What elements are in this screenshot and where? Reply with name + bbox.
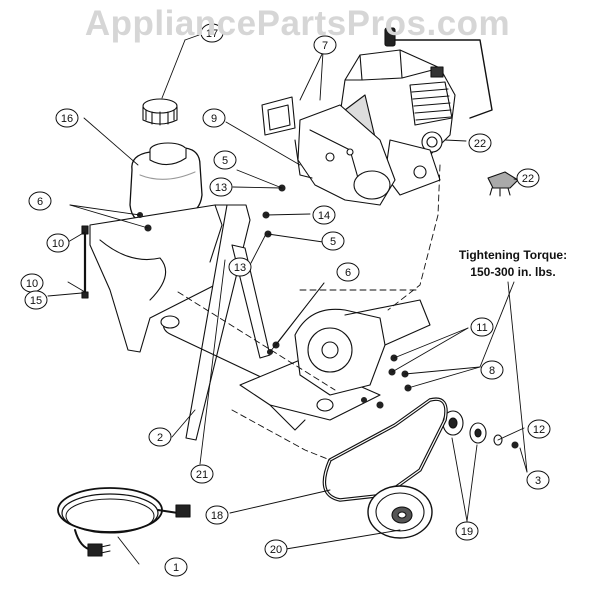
callout-17: 17 — [206, 28, 218, 40]
callout-5-upper: 5 — [222, 155, 228, 167]
callout-10-upper: 10 — [52, 238, 64, 250]
fuel-tank — [129, 142, 203, 223]
callout-8: 8 — [489, 365, 495, 377]
frame-lower — [160, 315, 381, 431]
callout-9: 9 — [211, 113, 217, 125]
callout-21: 21 — [196, 469, 208, 481]
assembly-lines — [177, 164, 441, 461]
callout-3: 3 — [535, 475, 541, 487]
watermark: AppliancePartsPros.com — [84, 4, 511, 43]
callout-13-upper: 13 — [215, 182, 227, 194]
leader-lines — [47, 34, 528, 565]
callout-12: 12 — [533, 424, 545, 436]
engine-housing — [261, 96, 396, 206]
power-cord — [57, 487, 191, 557]
drive-belt — [322, 397, 448, 502]
callout-16: 16 — [61, 113, 73, 125]
callout-2: 2 — [157, 432, 163, 444]
callout-labels: 1 2 3 5 5 6 6 7 8 9 10 10 11 12 13 13 14… — [26, 28, 545, 574]
callout-11: 11 — [476, 322, 487, 334]
callout-20: 20 — [270, 544, 282, 556]
callout-6-left: 6 — [37, 196, 43, 208]
callout-14: 14 — [318, 210, 330, 222]
callout-1: 1 — [173, 562, 179, 574]
callout-10-lower: 10 — [26, 278, 38, 290]
spacers — [442, 410, 503, 446]
torque-note: Tightening Torque: 150-300 in. lbs. — [438, 247, 588, 281]
callout-13-lower: 13 — [234, 262, 246, 274]
torque-note-line1: Tightening Torque: — [458, 248, 568, 262]
callout-22-upper: 22 — [474, 138, 486, 150]
pulley — [367, 485, 433, 539]
callout-22-lower: 22 — [522, 173, 534, 185]
fuel-cap — [142, 98, 178, 126]
callout-5-lower: 5 — [330, 236, 336, 248]
callout-6-right: 6 — [345, 267, 351, 279]
callout-15: 15 — [30, 295, 42, 307]
torque-note-line2: 150-300 in. lbs. — [470, 265, 556, 279]
callout-18: 18 — [211, 510, 223, 522]
hardware-22b — [487, 171, 519, 197]
callout-circles — [20, 23, 551, 577]
callout-19: 19 — [461, 526, 473, 538]
pulley-housing — [294, 299, 431, 396]
callout-7: 7 — [322, 40, 328, 52]
